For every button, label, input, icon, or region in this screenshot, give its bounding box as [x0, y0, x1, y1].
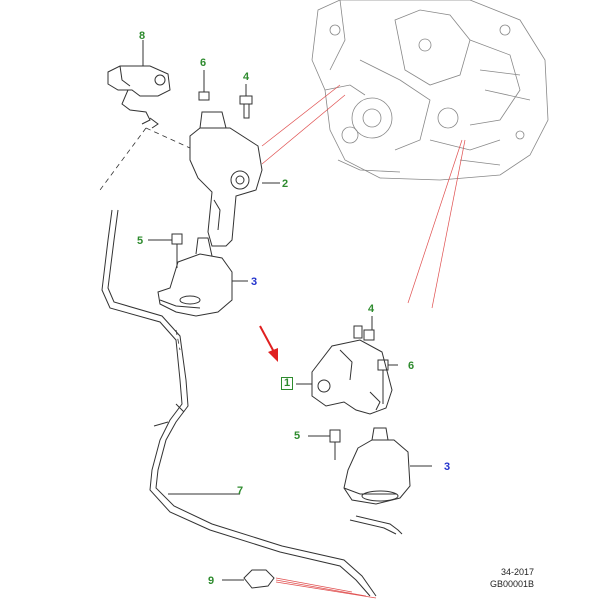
callout-3-top: 3 — [251, 276, 258, 288]
dashed-connectors — [99, 127, 191, 351]
part-6-nut-top — [198, 70, 210, 101]
callout-3-right: 3 — [444, 461, 451, 473]
part-1-bracket — [296, 339, 393, 415]
part-2-bracket — [189, 111, 280, 247]
callout-4-right: 4 — [368, 303, 375, 315]
callout-6-top: 6 — [200, 57, 207, 69]
part-5-stud-top — [148, 233, 183, 268]
callout-6-right: 6 — [408, 360, 415, 372]
part-3-mount-right — [343, 427, 432, 535]
callout-8: 8 — [139, 30, 146, 42]
callout-4-top: 4 — [243, 71, 250, 83]
engine-illustration — [311, 0, 549, 181]
red-arrow — [259, 325, 278, 362]
callout-2: 2 — [282, 178, 289, 190]
part-5-stud-right — [308, 429, 341, 460]
reference-id: GB00001B — [489, 579, 534, 589]
part-7-pipe — [101, 209, 377, 597]
part-9-clip — [222, 569, 275, 589]
part-4-bolt-right — [353, 316, 375, 341]
part-4-bolt-top — [239, 84, 253, 119]
callout-5-top: 5 — [137, 235, 144, 247]
callout-7: 7 — [237, 485, 244, 497]
callout-5-right: 5 — [294, 430, 301, 442]
engine-leader-lines — [261, 84, 466, 309]
callout-1: 1 — [281, 377, 294, 390]
part-3-mount-left — [157, 237, 248, 317]
callout-9: 9 — [208, 575, 215, 587]
part-9-leader-lines — [275, 577, 377, 599]
reference-code: 34-2017 — [500, 567, 534, 577]
part-6-nut-right — [377, 359, 398, 404]
part-8-bracket — [107, 40, 171, 129]
